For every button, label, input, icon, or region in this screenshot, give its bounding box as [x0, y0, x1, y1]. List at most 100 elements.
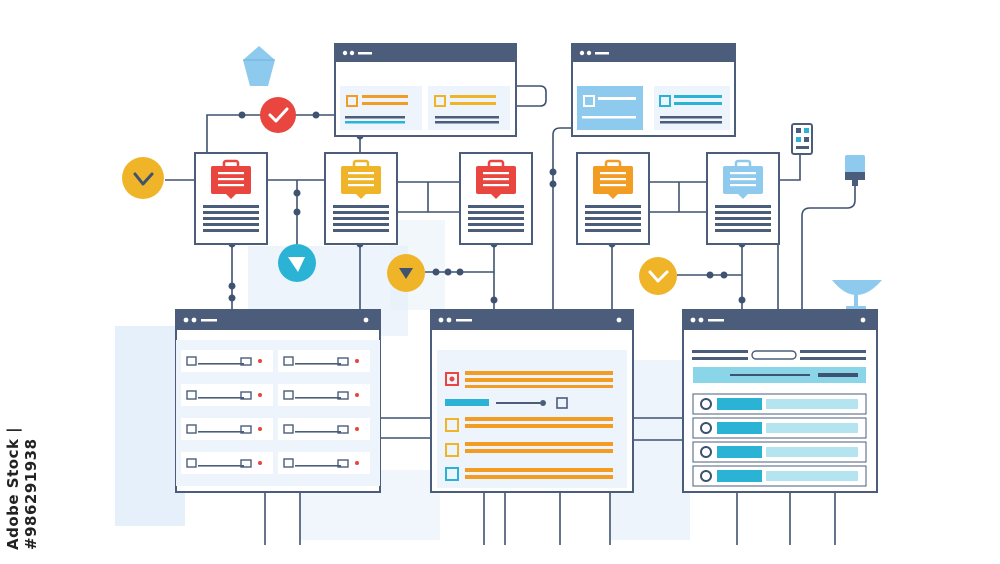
check-badge-icon[interactable] [260, 97, 296, 133]
field-dot [258, 393, 262, 397]
clipboard-line [730, 184, 756, 187]
window-dot [690, 317, 696, 323]
orange-bar [465, 417, 613, 421]
card-text-line [203, 223, 259, 226]
card-text-line [585, 211, 641, 214]
clipboard-card[interactable] [324, 152, 398, 245]
window-dot [191, 317, 197, 323]
blue-line [660, 116, 722, 119]
window-dot [363, 317, 369, 323]
diamond-icon [243, 46, 275, 86]
yellow-line [450, 95, 496, 98]
connector-line [552, 127, 572, 136]
list-item[interactable] [692, 417, 867, 439]
field-line [198, 431, 244, 433]
connector-dot [444, 268, 452, 276]
card-text-line [203, 211, 259, 214]
field-dot [355, 359, 359, 363]
card-text-line [468, 229, 524, 232]
yellow-line [450, 102, 496, 105]
card-text-line [333, 223, 389, 226]
red-dot [449, 376, 455, 382]
window-dot [446, 317, 452, 323]
clipboard-line [218, 172, 244, 175]
cursor-icon[interactable] [278, 244, 316, 282]
clipboard-tail [491, 194, 501, 199]
list-rows [692, 393, 867, 487]
teal-square [445, 467, 459, 481]
card-text-line [468, 217, 524, 220]
field-icon [186, 424, 197, 434]
chevron-down-icon[interactable] [122, 157, 164, 199]
connector-dot [720, 271, 728, 279]
list-item[interactable] [692, 441, 867, 463]
card-text-line [468, 223, 524, 226]
form-field[interactable] [278, 384, 370, 406]
card-text-line [333, 205, 389, 208]
clipboard-card[interactable] [194, 152, 268, 245]
top-window-center [334, 43, 517, 137]
blue-square [659, 95, 671, 107]
list-item[interactable] [692, 465, 867, 487]
card-text-line [333, 211, 389, 214]
field-box [181, 418, 273, 440]
clipboard-tail [356, 194, 366, 199]
card-text-line [203, 217, 259, 220]
field-line [295, 363, 341, 365]
clipboard-line [348, 172, 374, 175]
search-bar-line [730, 374, 810, 376]
clipboard-tail [738, 194, 748, 199]
clipboard-line [483, 178, 509, 181]
field-box [278, 452, 370, 474]
teal-line [345, 121, 405, 124]
blue-line [345, 116, 405, 119]
clipboard-card[interactable] [459, 152, 533, 245]
yellow-square [445, 418, 459, 432]
white-line [598, 97, 636, 100]
clipboard-card[interactable] [576, 152, 650, 245]
card-text-line [468, 205, 524, 208]
window-dot [616, 317, 622, 323]
chevron-down-icon[interactable] [639, 257, 677, 295]
clipboard-card[interactable] [706, 152, 780, 245]
watermark-text: Adobe Stock | #986291938 [4, 426, 40, 550]
form-field[interactable] [278, 418, 370, 440]
bottom-window-left [175, 309, 381, 493]
blue-dot [540, 400, 546, 406]
form-field[interactable] [181, 350, 273, 372]
field-line [198, 397, 244, 399]
window-dot [183, 317, 189, 323]
white-square [583, 95, 595, 107]
list-bullet-icon [700, 446, 712, 458]
form-field[interactable] [181, 418, 273, 440]
teal-line [674, 95, 722, 98]
connector-dot [456, 268, 464, 276]
list-teal-block [717, 398, 762, 410]
form-field[interactable] [278, 452, 370, 474]
triangle-down-icon[interactable] [387, 254, 425, 292]
search-bar-line [818, 373, 858, 377]
field-dot [355, 427, 359, 431]
field-dot [258, 359, 262, 363]
device-icon [791, 123, 813, 155]
list-value-bar [766, 399, 858, 409]
orange-line [362, 95, 408, 98]
clipboard-line [218, 184, 244, 187]
header-line [692, 357, 748, 360]
window-dot [438, 317, 444, 323]
window-titlebar [572, 44, 735, 62]
form-field[interactable] [181, 384, 273, 406]
clipboard-tail [226, 194, 236, 199]
window-titlebar [176, 310, 380, 330]
form-field[interactable] [278, 350, 370, 372]
form-field[interactable] [181, 452, 273, 474]
list-item[interactable] [692, 393, 867, 415]
card-text-line [468, 211, 524, 214]
top-window-right [571, 43, 736, 137]
orange-square [346, 95, 358, 107]
field-box [278, 350, 370, 372]
blue-line [660, 121, 722, 124]
field-line [295, 397, 341, 399]
card-text-line [715, 211, 771, 214]
